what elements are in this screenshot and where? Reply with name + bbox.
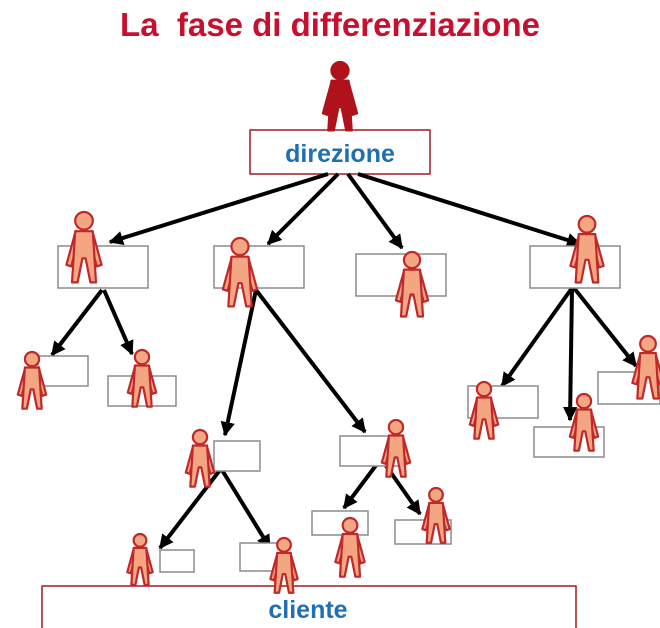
arrow-icon <box>108 172 329 246</box>
person-icon <box>334 516 366 578</box>
cliente-box <box>41 585 577 628</box>
person-icon <box>421 486 451 544</box>
person-icon <box>631 334 660 400</box>
person-icon <box>394 250 430 318</box>
person-icon <box>568 392 600 452</box>
page-title: La fase di differenziazione <box>120 6 540 43</box>
arrow-icon <box>266 172 340 246</box>
person-icon <box>380 418 412 478</box>
arrow-icon <box>220 289 258 437</box>
person-icon <box>126 348 158 408</box>
role-box <box>213 440 261 472</box>
arrow-icon <box>500 286 574 388</box>
person-icon <box>468 380 500 440</box>
person-icon <box>569 214 605 284</box>
person-icon <box>126 532 154 586</box>
arrow-icon <box>572 286 638 368</box>
person-icon <box>221 236 259 308</box>
direzione-box <box>249 129 431 175</box>
arrow-icon <box>50 288 104 357</box>
arrow-icon <box>346 172 404 250</box>
arrow-icon <box>102 289 134 356</box>
arrow-icon <box>342 458 382 510</box>
person-icon <box>269 536 299 594</box>
person-icon <box>184 428 216 488</box>
direzione-label: direzione <box>285 140 395 168</box>
arrow-icon <box>254 288 367 434</box>
arrow-icon <box>357 172 582 247</box>
role-box <box>311 510 369 536</box>
arrow-icon <box>562 287 578 422</box>
person-icon <box>16 350 48 410</box>
role-box <box>37 355 89 387</box>
role-box <box>159 549 195 573</box>
person-icon <box>65 210 103 284</box>
person-icon <box>321 60 359 132</box>
cliente-label: cliente <box>268 596 347 624</box>
arrow-icon <box>220 468 272 550</box>
